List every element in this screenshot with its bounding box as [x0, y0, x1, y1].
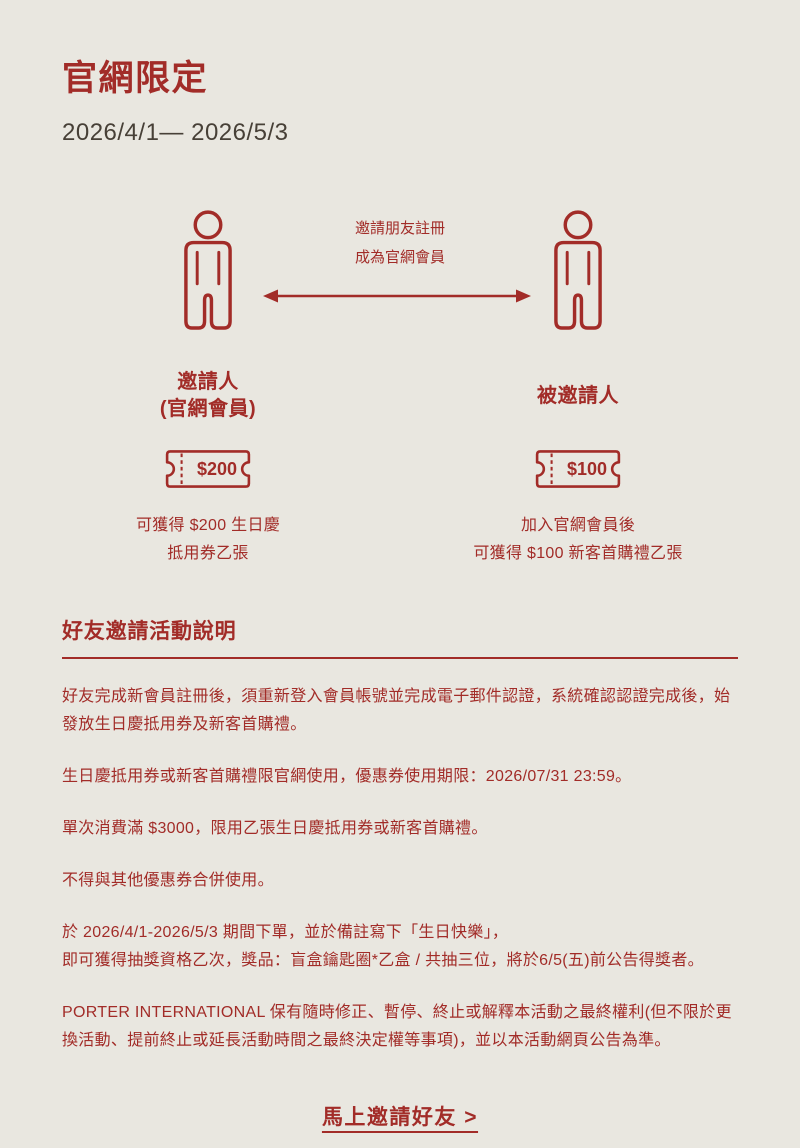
rules-divider: [62, 657, 738, 659]
invite-caption-line1: 邀請朋友註冊: [354, 220, 445, 237]
inviter-label: 邀請人 (官網會員): [108, 368, 308, 424]
invite-friends-link[interactable]: 馬上邀請好友 >: [321, 1106, 479, 1129]
invitee-column: 被邀請人 $100 加入官網會員後 可獲得 $100 新客首購禮乙張: [453, 209, 703, 568]
date-range: 2026/4/1— 2026/5/3: [62, 119, 289, 146]
inviter-label-line2: (官網會員): [159, 398, 257, 420]
rules-heading: 好友邀請活動說明: [62, 620, 237, 643]
rules-paragraph: 好友完成新會員註冊後，須重新登入會員帳號並完成電子郵件認證，系統確認認證完成後，…: [62, 688, 731, 733]
person-icon: [554, 210, 602, 330]
coupon-ticket-icon: $100: [534, 448, 622, 490]
inviter-description: 可獲得 $200 生日慶 抵用券乙張: [108, 512, 308, 568]
rules-paragraph: 生日慶抵用券或新客首購禮限官網使用，優惠券使用期限：2026/07/31 23:…: [62, 768, 632, 785]
inviter-column: 邀請人 (官網會員) $200 可獲得 $200 生日慶 抵用券乙張: [108, 209, 308, 568]
invitee-label: 被邀請人: [453, 368, 703, 424]
double-arrow-icon: [263, 289, 531, 303]
invite-caption: 邀請朋友註冊 成為官網會員: [270, 215, 530, 272]
rules-paragraph: 單次消費滿 $3000，限用乙張生日慶抵用券或新客首購禮。: [62, 820, 488, 837]
coupon-ticket-icon: $200: [164, 448, 252, 490]
person-icon: [184, 210, 232, 330]
rules-paragraph: 於 2026/4/1-2026/5/3 期間下單，並於備註寫下「生日快樂」， 即…: [62, 924, 704, 969]
inviter-desc-line2: 抵用券乙張: [167, 545, 249, 562]
invitee-desc-line2: 可獲得 $100 新客首購禮乙張: [473, 545, 683, 562]
page-title: 官網限定: [62, 59, 209, 98]
invitee-label-line1: 被邀請人: [537, 384, 619, 407]
rules-section: 好友邀請活動說明 好友完成新會員註冊後，須重新登入會員帳號並完成電子郵件認證，系…: [62, 615, 738, 1055]
invite-caption-line2: 成為官網會員: [354, 248, 445, 266]
rules-paragraph: PORTER INTERNATIONAL 保有隨時修正、暫停、終止或解釋本活動之…: [62, 1004, 732, 1049]
rules-paragraph: 不得與其他優惠券合併使用。: [62, 872, 274, 889]
inviter-desc-line1: 可獲得 $200 生日慶: [135, 517, 281, 534]
ticket-outline-icon: [535, 450, 621, 488]
ticket-outline-icon: [165, 450, 251, 488]
invitee-description: 加入官網會員後 可獲得 $100 新客首購禮乙張: [453, 512, 703, 568]
coupon-amount: $100: [566, 458, 608, 479]
inviter-label-line1: 邀請人: [177, 371, 239, 393]
invite-diagram: 邀請朋友註冊 成為官網會員 邀請人 (官網會員): [62, 209, 738, 605]
invitee-desc-line1: 加入官網會員後: [520, 517, 636, 534]
coupon-amount: $200: [196, 458, 238, 479]
cta-container: 馬上邀請好友 >: [62, 1101, 738, 1131]
